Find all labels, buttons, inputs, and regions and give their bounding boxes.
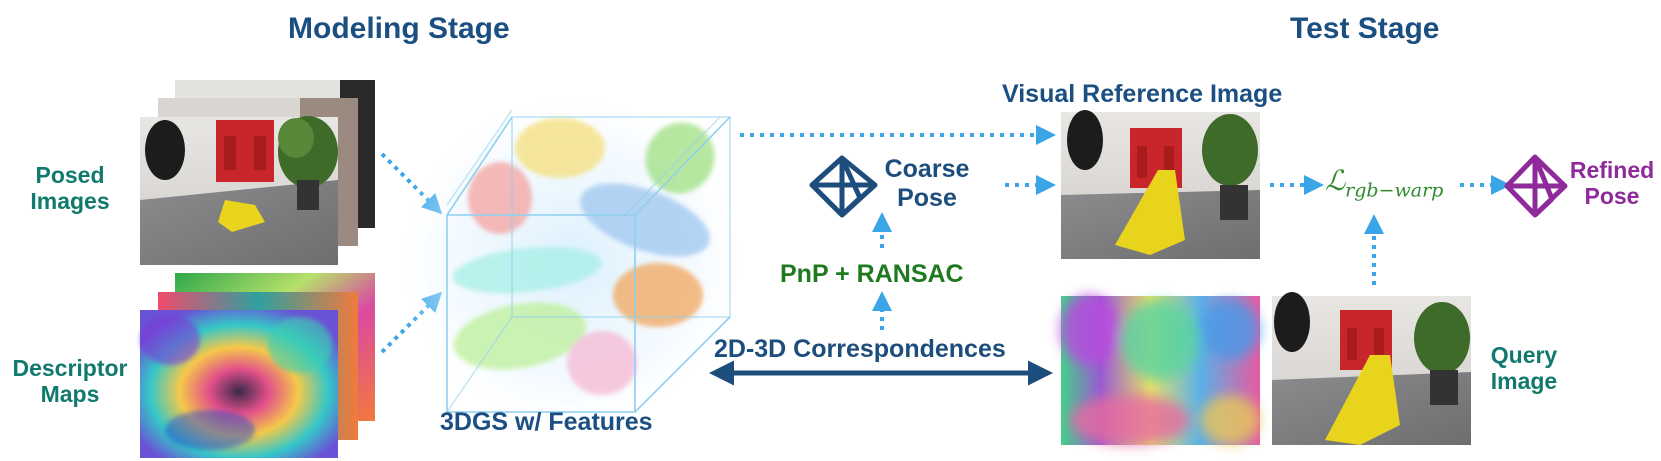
visual-reference-image-label: Visual Reference Image: [1002, 80, 1283, 108]
octahedron-icon: [809, 155, 878, 218]
posed-images-line1: Posed: [35, 162, 105, 188]
descriptor-maps-line1: Descriptor: [12, 355, 128, 381]
posed-image-front: [140, 116, 338, 265]
descriptor-map-front: [140, 310, 338, 458]
query-image-label: Query Image: [1474, 342, 1574, 395]
pnp-ransac-label: PnP + RANSAC: [780, 260, 964, 288]
coarse-pose-line2: Pose: [897, 183, 957, 212]
visual-reference-image: [1061, 110, 1260, 259]
coarse-pose-label: Coarse Pose: [872, 155, 982, 213]
gs-model-label: 3DGS w/ Features: [440, 408, 653, 436]
test-stage-title: Test Stage: [1290, 12, 1440, 45]
query-image: [1272, 292, 1471, 445]
refined-pose-line1: Refined: [1569, 157, 1655, 183]
coarse-pose-line1: Coarse: [884, 155, 970, 183]
descriptor-maps-stack: [140, 273, 375, 458]
query-descriptor-map: [1060, 295, 1260, 445]
refined-pose-label: Refined Pose: [1564, 157, 1660, 210]
descriptor-maps-label: Descriptor Maps: [2, 355, 138, 408]
loss-label: ℒrgb−warp: [1325, 164, 1444, 202]
descriptor-maps-line2: Maps: [40, 381, 100, 408]
refined-pose-line2: Pose: [1584, 183, 1640, 210]
posed-images-label: Posed Images: [8, 162, 132, 215]
loss-symbol: ℒ: [1325, 164, 1346, 197]
gaussian-splat-cube: [392, 87, 752, 437]
query-image-line1: Query: [1490, 342, 1558, 368]
modeling-stage-title: Modeling Stage: [288, 12, 510, 45]
octahedron-icon: [1504, 154, 1568, 218]
posed-images-stack: [140, 80, 375, 265]
loss-subscript: rgb−warp: [1345, 179, 1444, 202]
posed-images-line2: Images: [30, 188, 110, 215]
query-image-line2: Image: [1490, 368, 1558, 395]
correspondences-label: 2D-3D Correspondences: [714, 335, 1006, 363]
